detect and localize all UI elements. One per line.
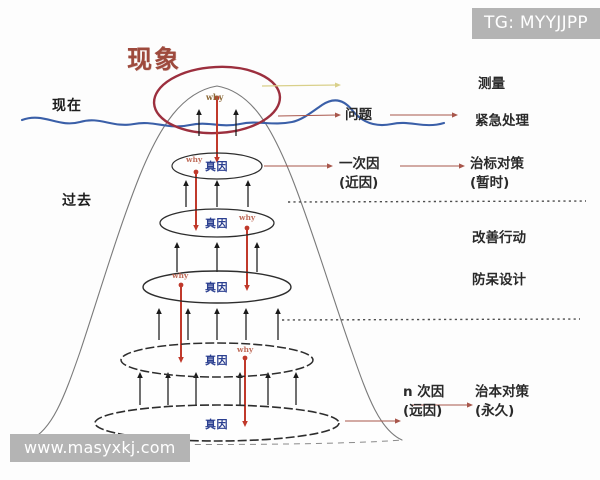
right-connector-arrows <box>264 112 473 424</box>
cause-ellipse-1 <box>171 152 263 180</box>
why-label-2: why <box>239 213 256 222</box>
label-mistake-proofing: 防呆设计 <box>472 272 526 288</box>
cause-label-5: 真因 <box>205 418 228 431</box>
label-improvement-action: 改善行动 <box>472 230 526 246</box>
dotted-separator-upper <box>287 200 587 203</box>
label-nth-cause: n 次因 <box>403 384 445 400</box>
label-symptom-countermeasure-sub: (暂时) <box>470 175 510 191</box>
why-arrows <box>178 95 250 427</box>
cause-ellipse-3 <box>142 270 292 304</box>
why-label-4: why <box>237 345 254 354</box>
upward-arrows <box>137 109 299 405</box>
label-urgent-handling: 紧急处理 <box>475 113 529 129</box>
label-primary-cause: 一次因 <box>339 156 380 172</box>
label-past: 过去 <box>62 193 92 209</box>
label-root-countermeasure: 治本对策 <box>475 384 529 400</box>
label-measure: 测量 <box>478 76 505 92</box>
label-nth-cause-sub: (远因) <box>403 403 443 419</box>
cause-ellipses <box>94 152 340 442</box>
cause-label-2: 真因 <box>205 217 228 230</box>
cause-ellipse-4 <box>120 342 314 378</box>
page-title: 现象 <box>127 45 182 74</box>
arrow-to-problem <box>277 112 341 118</box>
why-label-peak: why <box>206 92 224 102</box>
cause-ellipse-2 <box>159 208 275 238</box>
phenomenon-highlight-circle <box>152 65 282 135</box>
measure-arrow <box>261 82 341 88</box>
cause-label-1: 真因 <box>205 160 228 173</box>
waterline <box>20 99 446 128</box>
cause-label-4: 真因 <box>205 354 228 367</box>
dotted-separators <box>281 200 587 321</box>
watermark-tg: TG: MYYJJPP <box>472 8 600 39</box>
why-label-3: why <box>172 271 189 280</box>
watermark-site: www.masyxkj.com <box>10 434 190 462</box>
label-present: 现在 <box>52 98 82 114</box>
label-symptom-countermeasure: 治标对策 <box>470 156 524 172</box>
why-label-1: why <box>186 155 203 164</box>
label-root-countermeasure-sub: (永久) <box>475 403 515 419</box>
cause-label-3: 真因 <box>205 281 228 294</box>
label-primary-cause-sub: (近因) <box>339 175 379 191</box>
cause-ellipse-5 <box>94 404 340 442</box>
label-problem: 问题 <box>345 107 372 123</box>
dotted-separator-lower <box>281 318 581 321</box>
